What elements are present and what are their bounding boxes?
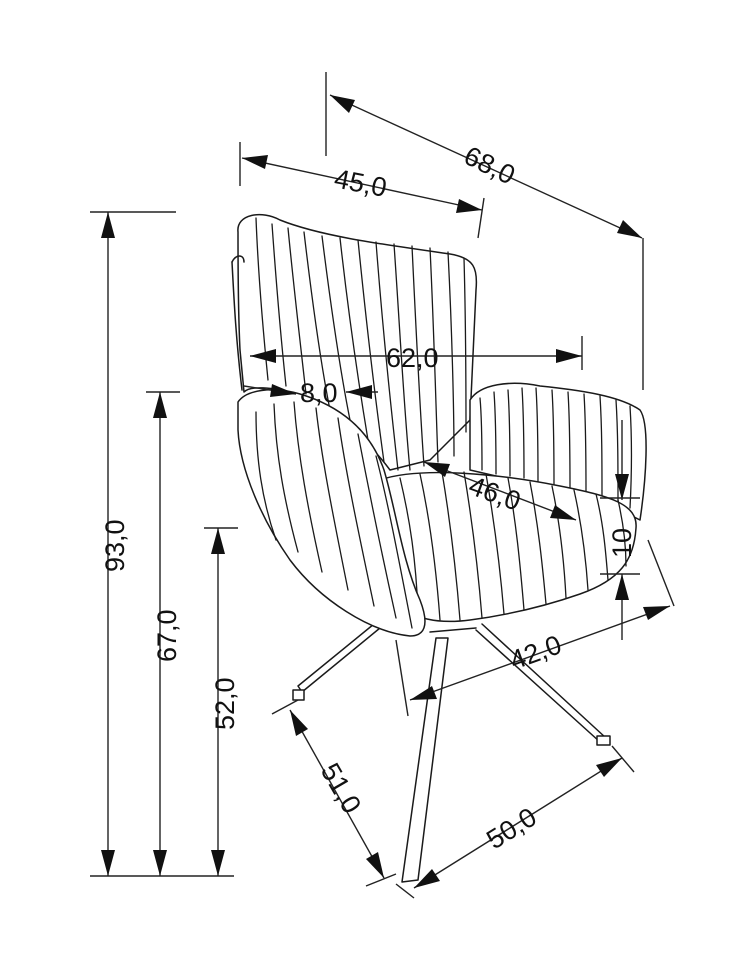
dimension-lines <box>90 72 675 899</box>
label-seat-height: 52,0 <box>210 677 240 730</box>
label-depth-total: 68,0 <box>459 140 519 190</box>
label-width-arms: 62,0 <box>386 343 439 373</box>
label-height-total: 93,0 <box>100 519 130 572</box>
label-seat-cushion: 10 <box>607 528 637 558</box>
left-armrest-ribs <box>255 401 413 629</box>
label-base-width: 50,0 <box>481 802 541 855</box>
label-armrest-width: 8,0 <box>300 378 338 408</box>
seat-ribs <box>399 471 627 621</box>
label-armrest-height: 67,0 <box>152 609 182 662</box>
label-backrest-width: 45,0 <box>332 163 389 202</box>
label-seat-width: 42,0 <box>506 629 566 675</box>
right-armrest-ribs <box>479 387 633 509</box>
